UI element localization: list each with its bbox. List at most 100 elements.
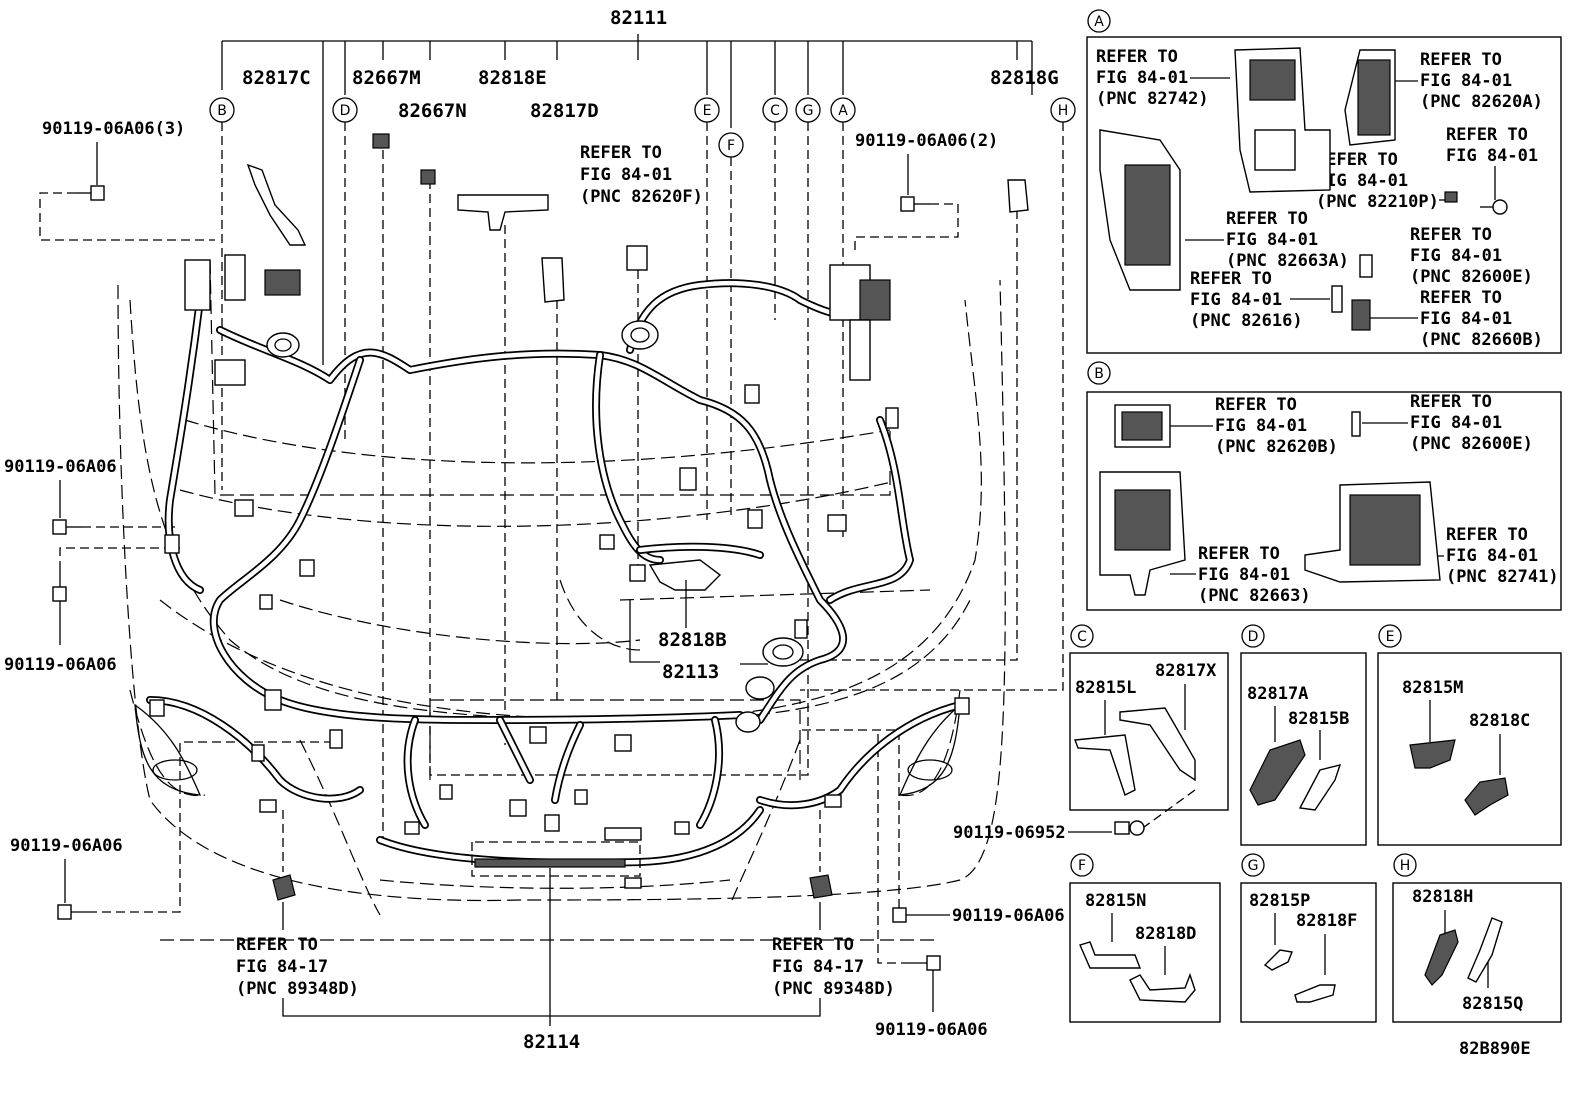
refer-right-line2: FIG 84-17 — [772, 957, 864, 977]
left-headlamp — [134, 703, 202, 796]
grommet-icon — [762, 637, 804, 667]
detail-panel-B: B REFER TO FIG 84-01 (PNC 82620B) REFER … — [1086, 361, 1562, 611]
panel-a-ref8-l3: (PNC 82660B) — [1420, 330, 1543, 350]
circle-tag-H: H — [1050, 97, 1076, 123]
small-relay-icon — [1331, 285, 1343, 313]
panel-a-ref1-l3: (PNC 82742) — [1096, 89, 1209, 109]
panel-b-ref2-l3: (PNC 82600E) — [1410, 434, 1533, 454]
grommet-icon — [621, 320, 659, 350]
panel-a-ref6-l1: REFER TO — [1410, 225, 1492, 245]
panel-g-leaders — [1274, 913, 1326, 975]
vehicle-body-outline — [117, 259, 1006, 941]
bolt-icon — [76, 185, 105, 201]
svg-text:E: E — [703, 103, 712, 119]
fog-lamp-left-icon — [272, 874, 296, 901]
label-82111: 82111 — [610, 7, 667, 29]
panel-h-frame — [1392, 882, 1562, 1023]
svg-text:B: B — [217, 103, 227, 119]
main-assembly: 82111 82817C 82667M 82667N 82818E 82817D… — [4, 7, 1076, 1053]
panel-c-bolt-dash — [1139, 789, 1196, 831]
panel-e-leaders — [1429, 700, 1501, 775]
bolt-label-left-2: 90119-06A06 — [4, 655, 117, 675]
panel-f-part-82815N: 82815N — [1085, 891, 1146, 911]
part-82817D-icon — [541, 257, 565, 303]
panel-a-ref5-l2: FIG 84-01 — [1226, 230, 1318, 250]
panel-b-ref3-l1: REFER TO — [1198, 544, 1280, 564]
part-82817C-icon — [246, 163, 307, 246]
panel-b-ref4-l1: REFER TO — [1446, 525, 1528, 545]
panel-g-tag: G — [1248, 858, 1259, 874]
detail-panel-C: C 82815L 82817X 90119-06952 — [953, 624, 1229, 843]
panel-b-ref4-l2: FIG 84-01 — [1446, 546, 1538, 566]
panel-d-part-82815B: 82815B — [1288, 709, 1349, 729]
bolt-icon — [910, 955, 941, 971]
main-wire-harness — [146, 279, 964, 867]
label-82818E: 82818E — [478, 67, 547, 89]
small-relay-icon — [1359, 254, 1373, 278]
panel-b-ref3-l3: (PNC 82663) — [1198, 586, 1311, 606]
bolt-label-top-left: 90119-06A06(3) — [42, 119, 185, 139]
bolt-label-top-right: 90119-06A06(2) — [855, 131, 998, 151]
panel-b-frame — [1086, 391, 1562, 611]
panel-a-ref7-l3: (PNC 82616) — [1190, 311, 1303, 331]
panel-a-ref8-l1: REFER TO — [1420, 288, 1502, 308]
panel-a-ref7-l1: REFER TO — [1190, 269, 1272, 289]
panel-d-leaders — [1274, 706, 1321, 760]
label-82817C: 82817C — [242, 67, 311, 89]
panel-b-tag: B — [1094, 366, 1104, 382]
bolt-icon — [52, 519, 82, 535]
leader-82114 — [282, 868, 821, 1026]
panel-c-frame — [1069, 652, 1229, 811]
panel-c-tag: C — [1077, 629, 1087, 645]
svg-text:G: G — [803, 103, 814, 119]
panel-a-ref3-l3: (PNC 82210P) — [1316, 192, 1439, 212]
svg-text:C: C — [770, 103, 780, 119]
fuse-box-icon — [1304, 481, 1441, 583]
svg-text:H: H — [1058, 103, 1069, 119]
fog-lamp-right-icon — [809, 874, 833, 899]
panel-b-ref1-l2: FIG 84-01 — [1215, 416, 1307, 436]
panel-e-part-82815M: 82815M — [1402, 678, 1463, 698]
panel-a-ref4-l2: FIG 84-01 — [1446, 146, 1538, 166]
panel-e-frame — [1377, 652, 1562, 846]
panel-g-part-82818F: 82818F — [1296, 911, 1357, 931]
grommet-icon — [266, 332, 300, 358]
panel-b-ref2-l2: FIG 84-01 — [1410, 413, 1502, 433]
junction-block-icon — [1099, 129, 1181, 291]
refer-82620F-line2: FIG 84-01 — [580, 165, 672, 185]
small-relay-icon — [1444, 191, 1458, 203]
clip-82815Q-icon — [1467, 917, 1503, 983]
panel-a-ref7-l2: FIG 84-01 — [1190, 290, 1282, 310]
panel-c-bolt-label: 90119-06952 — [953, 823, 1066, 843]
clip-82817X-icon — [1119, 707, 1196, 782]
clip-82815B-icon — [1298, 764, 1342, 811]
panel-b-ref1-l3: (PNC 82620B) — [1215, 437, 1338, 457]
bolt-icon — [52, 570, 67, 602]
panel-a-ref5-l3: (PNC 82663A) — [1226, 251, 1349, 271]
detail-panel-H: H 82818H 82815Q — [1392, 853, 1562, 1023]
panel-a-ref8-l2: FIG 84-01 — [1420, 309, 1512, 329]
panel-a-ref1-l1: REFER TO — [1096, 47, 1178, 67]
panel-e-part-82818C: 82818C — [1469, 711, 1530, 731]
clip-82818H-icon — [1424, 929, 1459, 986]
detail-panel-E: E 82815M 82818C — [1377, 624, 1562, 846]
grommet-icon — [735, 711, 761, 733]
panel-c-part-82817X: 82817X — [1155, 661, 1217, 681]
panel-f-tag: F — [1078, 858, 1086, 874]
panel-g-part-82815P: 82815P — [1249, 891, 1310, 911]
circle-tag-E: E — [694, 97, 720, 123]
tag-leaders — [221, 122, 1064, 850]
panel-a-tag: A — [1094, 14, 1104, 30]
bolt-icon — [1480, 199, 1508, 215]
harness-82114-dash-box — [471, 841, 641, 877]
refer-82620F-line3: (PNC 82620F) — [580, 187, 703, 207]
bolt-top-left-dash — [39, 192, 215, 241]
label-82667N: 82667N — [398, 100, 467, 122]
panel-a-ref2-l1: REFER TO — [1420, 50, 1502, 70]
panel-f-frame — [1069, 882, 1221, 1023]
bolt-icon — [900, 196, 930, 212]
circle-tag-G: G — [795, 97, 821, 123]
panel-b-ref2-l1: REFER TO — [1410, 392, 1492, 412]
label-82817D: 82817D — [530, 100, 599, 122]
diagram-code: 82B890E — [1459, 1039, 1531, 1059]
